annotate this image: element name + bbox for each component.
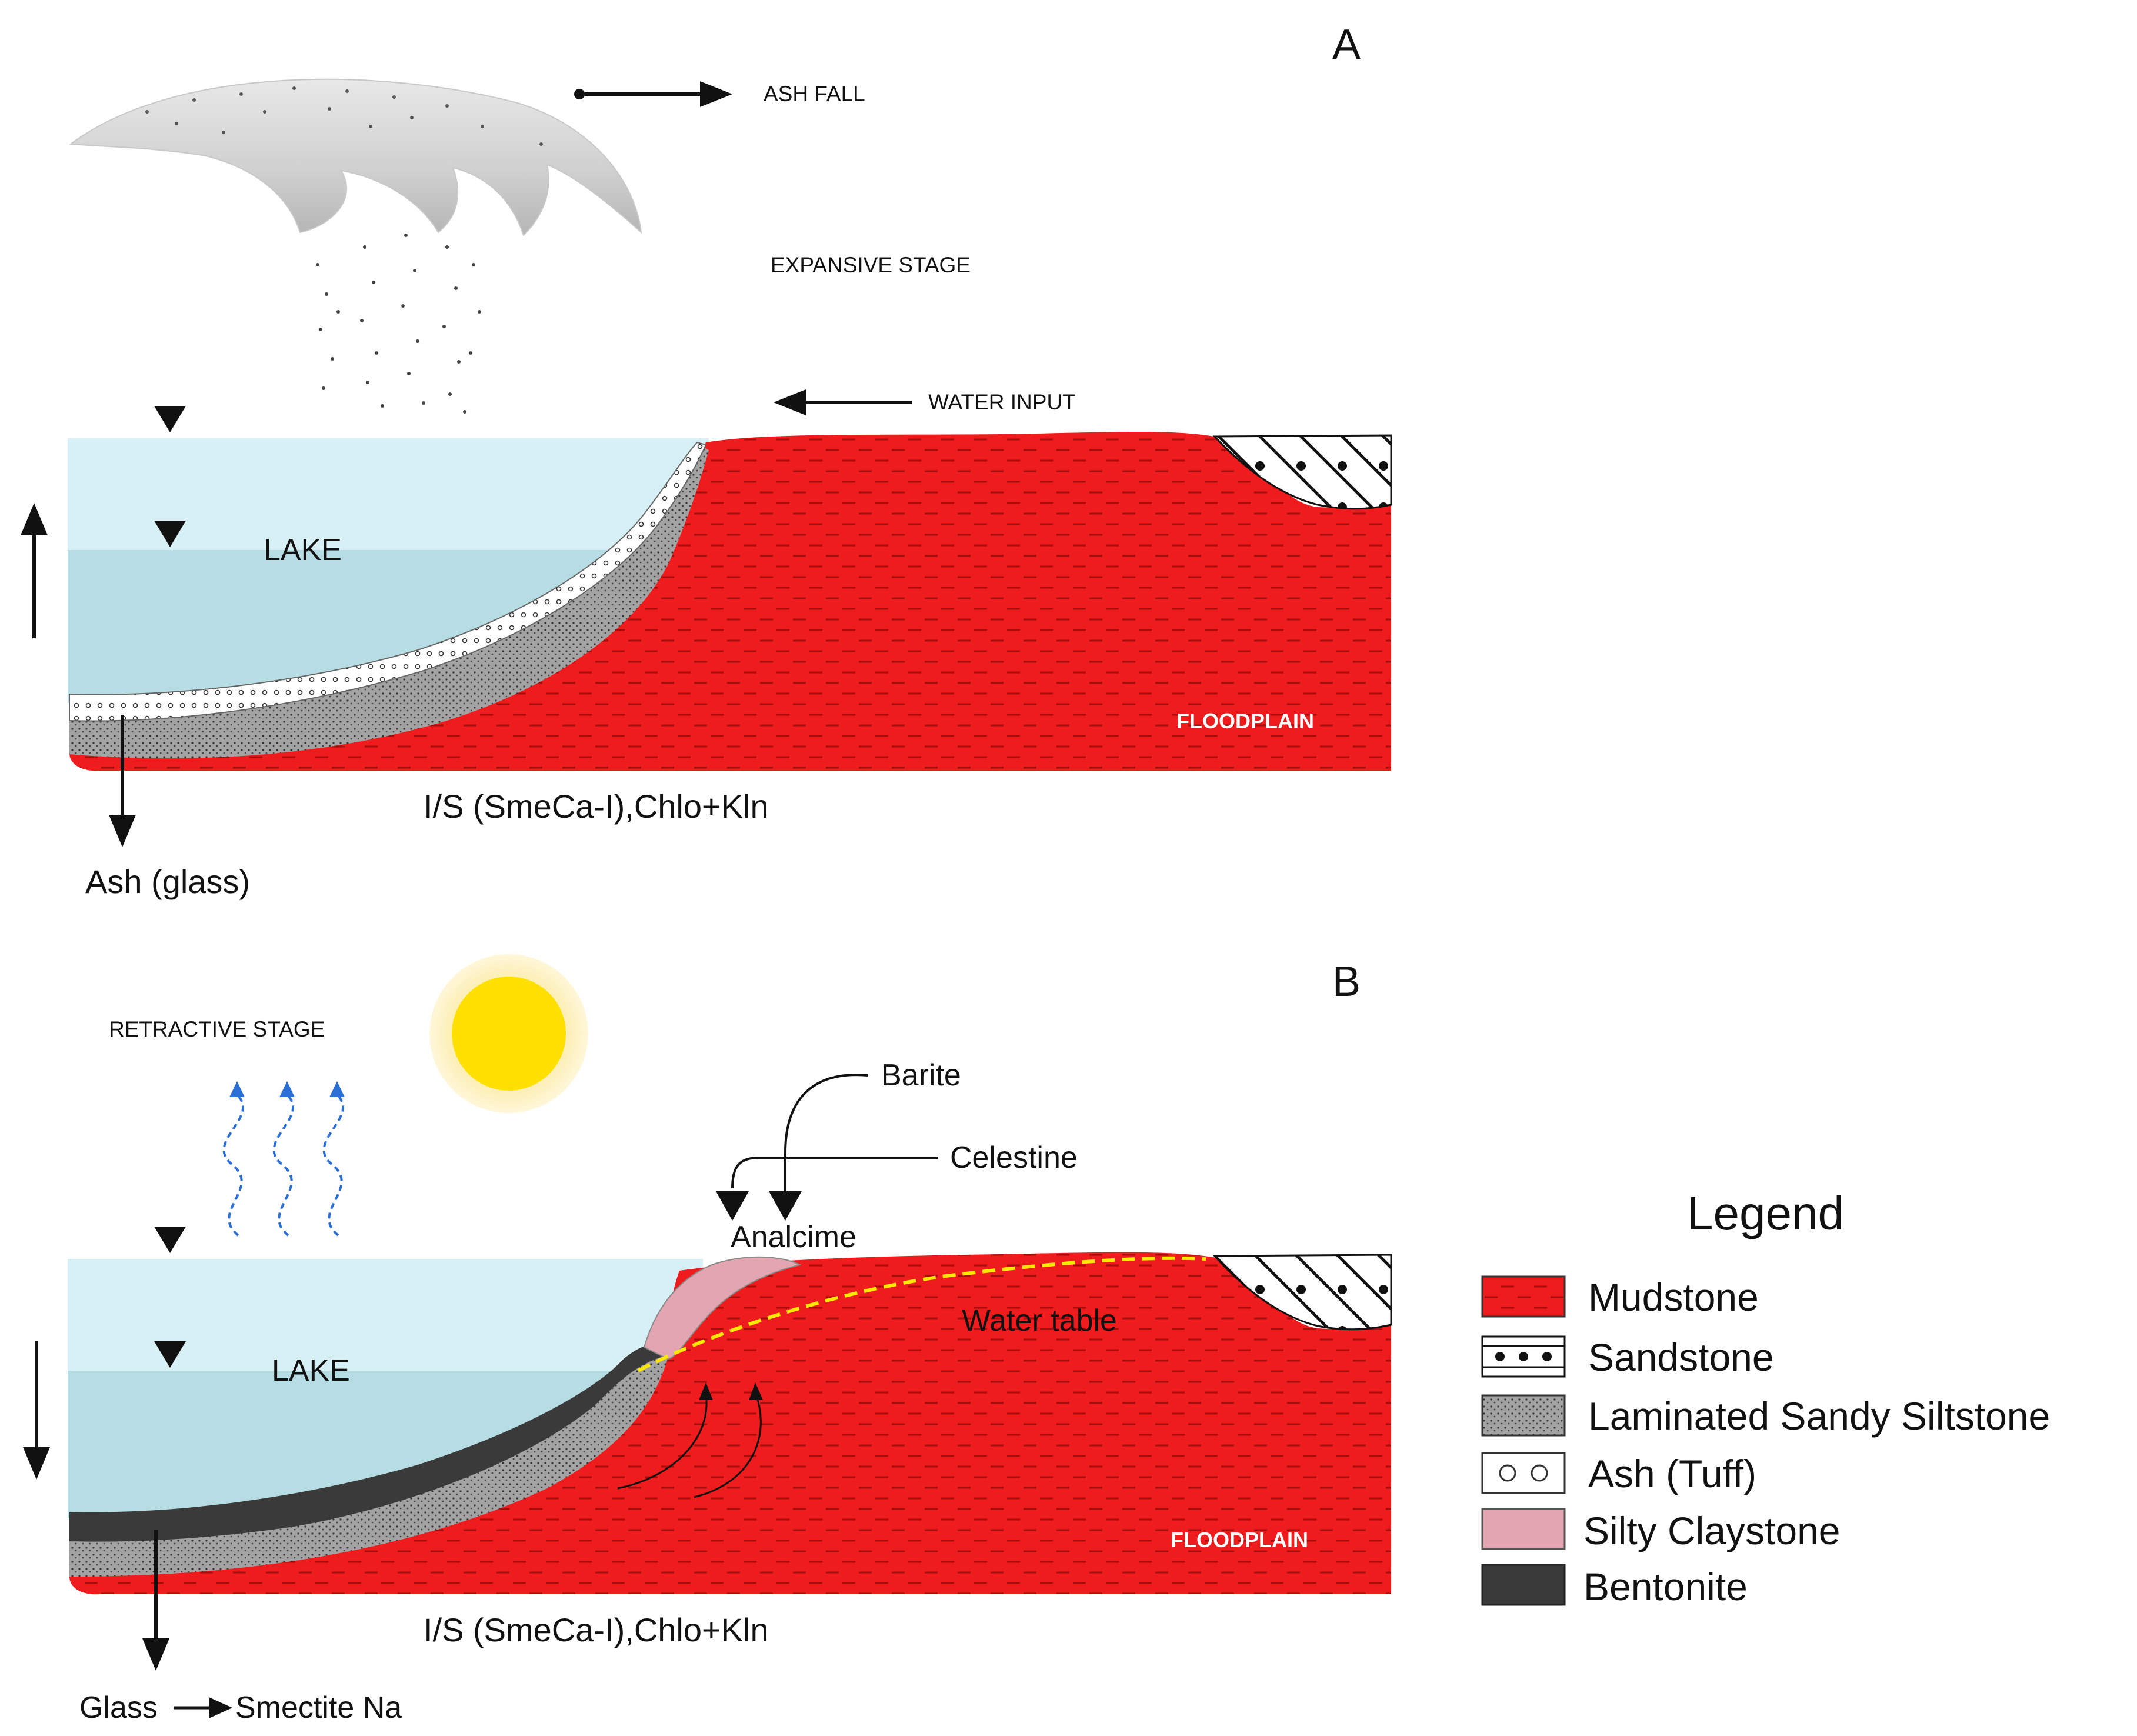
siltstone-layer-b	[69, 1353, 668, 1577]
smectite-label: Smectite Na	[235, 1691, 402, 1725]
glass-to-smectite-arrow	[174, 1697, 232, 1718]
mudstone-floodplain	[69, 432, 1391, 771]
ash-sink-arrow	[109, 715, 136, 847]
legend-item-sandstone: Sandstone	[1481, 1335, 1774, 1379]
capillary-arrows	[617, 1394, 762, 1498]
barite-label: Barite	[881, 1058, 961, 1092]
celestine-leader	[731, 1157, 938, 1189]
sandstone-outcrop	[1212, 434, 1392, 510]
barite-leader	[784, 1074, 868, 1154]
legend-item-ash: Ash (Tuff)	[1481, 1452, 1756, 1495]
panel-a: A	[21, 21, 1392, 900]
water-table-label: Water table	[962, 1304, 1117, 1338]
panel-a-letter: A	[1332, 21, 1361, 68]
ash-glass-label: Ash (glass)	[85, 863, 250, 900]
legend-label: Sandstone	[1588, 1335, 1774, 1379]
legend-item-bentonite: Bentonite	[1481, 1564, 1748, 1608]
legend-label: Laminated Sandy Siltstone	[1588, 1394, 2050, 1438]
ash-fall-label: ASH FALL	[764, 82, 865, 106]
water-level-marker-low-b	[154, 1341, 186, 1368]
lake-label-b: LAKE	[272, 1354, 350, 1388]
legend-label: Mudstone	[1588, 1275, 1759, 1319]
falling-ash	[316, 234, 481, 414]
water-table-line	[637, 1256, 1206, 1372]
legend-label: Silty Claystone	[1583, 1509, 1841, 1552]
ash-fall-arrow	[574, 81, 732, 107]
legend-swatch-bentonite	[1481, 1564, 1566, 1606]
legend-item-mudstone: Mudstone	[1481, 1275, 1759, 1319]
capillary-arrowheads	[699, 1382, 763, 1400]
legend-label: Bentonite	[1583, 1565, 1748, 1608]
floodplain-label: FLOODPLAIN	[1176, 709, 1314, 733]
stage-label: EXPANSIVE STAGE	[771, 253, 971, 277]
mudstone-floodplain-b	[69, 1252, 1391, 1595]
legend-title: Legend	[1687, 1187, 1844, 1239]
panel-b-letter: B	[1332, 958, 1361, 1005]
water-level-marker-high	[154, 406, 186, 432]
legend-swatch-siltstone	[1481, 1394, 1566, 1437]
ash-cloud	[69, 78, 642, 236]
analcime-label: Analcime	[731, 1220, 856, 1254]
glass-label: Glass	[79, 1691, 158, 1725]
evaporation-arrows	[222, 1093, 345, 1237]
stage-label-b: RETRACTIVE STAGE	[109, 1017, 325, 1041]
water-level-marker-high-b	[154, 1227, 186, 1253]
lake-label: LAKE	[264, 533, 342, 567]
ash-tuff-layer	[69, 441, 707, 722]
legend: Legend Mudstone Sandstone Laminated Sand…	[1481, 1187, 2050, 1608]
silty-claystone-wedge	[643, 1256, 802, 1360]
legend-item-claystone: Silty Claystone	[1481, 1508, 1841, 1552]
bentonite-layer	[69, 1344, 665, 1542]
glass-sink-arrow	[142, 1530, 169, 1671]
barite-arrowhead	[769, 1191, 802, 1221]
floodplain-label-b: FLOODPLAIN	[1171, 1528, 1308, 1552]
evaporation-arrowheads	[229, 1081, 345, 1097]
legend-swatch-ash	[1481, 1452, 1566, 1494]
legend-swatch-mudstone	[1481, 1275, 1566, 1318]
water-input-arrow	[774, 389, 912, 415]
siltstone-layer	[69, 447, 709, 759]
sandstone-outcrop-b	[1212, 1254, 1392, 1331]
panel-b: B RETRACTIVE STAGE Barite Celestine Anal…	[23, 954, 1392, 1725]
sun-icon	[452, 977, 566, 1091]
water-level-marker-low	[154, 521, 186, 547]
rising-water-arrow	[21, 503, 48, 638]
celestine-arrowhead	[716, 1191, 749, 1221]
legend-label: Ash (Tuff)	[1588, 1452, 1756, 1495]
clay-minerals-label-b: I/S (SmeCa-I),Chlo+Kln	[424, 1611, 769, 1648]
legend-item-siltstone: Laminated Sandy Siltstone	[1481, 1394, 2050, 1438]
celestine-label: Celestine	[950, 1141, 1078, 1175]
clay-minerals-label: I/S (SmeCa-I),Chlo+Kln	[424, 788, 769, 825]
legend-swatch-claystone	[1481, 1508, 1566, 1550]
falling-water-arrow	[23, 1341, 50, 1480]
water-input-label: WATER INPUT	[928, 390, 1076, 414]
